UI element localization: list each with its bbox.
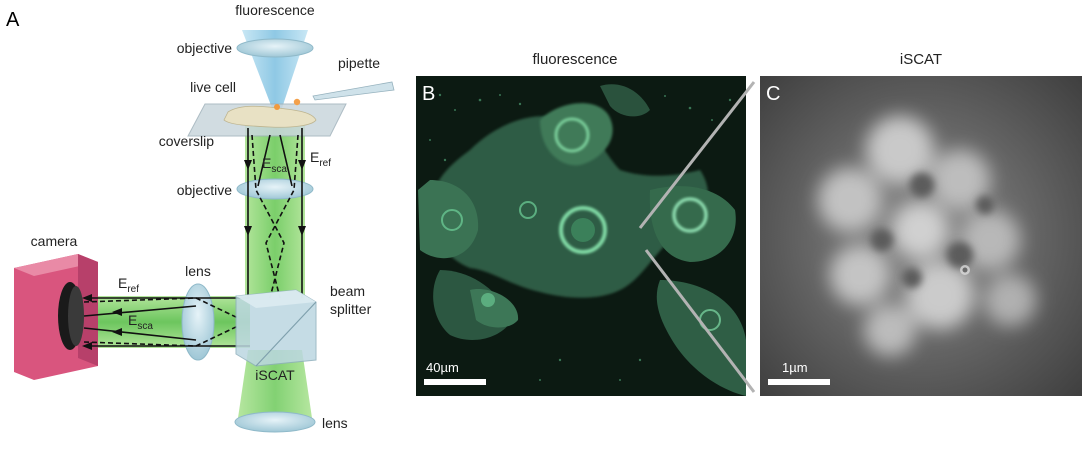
- bottom-lens: [234, 411, 316, 433]
- panel-letter-c: C: [766, 83, 780, 105]
- horizontal-detection-beam: [80, 296, 250, 348]
- camera-top-face: [14, 254, 98, 276]
- vertical-rays: [247, 128, 303, 299]
- label-e-ref-vertical: Eref: [310, 149, 331, 169]
- label-camera: camera: [31, 233, 78, 249]
- pipette-needle: [312, 81, 395, 101]
- label-e-sca-horizontal: Esca: [128, 312, 153, 332]
- label-lens-bottom: lens: [322, 415, 348, 431]
- horizontal-arrowheads: [82, 294, 122, 350]
- panel-b-title: fluorescence: [532, 51, 617, 68]
- vertical-illumination-beam: [245, 125, 305, 300]
- fluorescence-cells: [418, 84, 746, 396]
- panel-c-scalebar-label: 1µm: [782, 360, 808, 375]
- label-beam: beam: [330, 283, 365, 299]
- iscat-texture: [818, 116, 1036, 356]
- panel-a-schematic: A: [6, 2, 395, 433]
- nanoparticle-marker: [274, 104, 280, 110]
- panel-letter-a: A: [6, 9, 20, 31]
- label-fluorescence: fluorescence: [235, 2, 315, 18]
- vertical-arrowheads: [244, 160, 306, 236]
- label-coverslip: coverslip: [159, 133, 214, 149]
- panel-letter-b: B: [422, 83, 435, 105]
- horizontal-rays: [83, 297, 250, 347]
- label-objective-bottom: objective: [177, 182, 232, 198]
- camera-sensor: [68, 286, 84, 346]
- panel-c-title: iSCAT: [900, 51, 942, 68]
- panel-b-scalebar-label: 40µm: [426, 360, 459, 375]
- panel-b-scalebar: [424, 379, 486, 385]
- label-e-sca-vertical: Esca: [262, 155, 287, 175]
- label-pipette: pipette: [338, 55, 380, 71]
- panel-c-iscat-image: iSCAT C: [760, 51, 1082, 396]
- camera-body: [14, 254, 98, 380]
- label-e-ref-horizontal: Eref: [118, 275, 139, 295]
- top-objective-lens: [236, 38, 314, 58]
- iscat-output-beam: [238, 350, 312, 418]
- label-lens-left: lens: [185, 263, 211, 279]
- live-cell-sample: [223, 105, 317, 128]
- panel-b-fluorescence-image: fluorescence: [416, 51, 746, 396]
- label-splitter: splitter: [330, 301, 372, 317]
- zoom-connector-lines: [638, 81, 756, 393]
- label-live-cell: live cell: [190, 79, 236, 95]
- camera-side-face: [78, 254, 98, 366]
- left-focusing-lens: [181, 283, 215, 361]
- beam-splitter-top: [236, 290, 316, 308]
- beam-splitter-diagonal: [255, 301, 317, 367]
- pipette-particle: [293, 98, 301, 106]
- panel-c-scalebar: [768, 379, 830, 385]
- label-iscat: iSCAT: [255, 367, 295, 383]
- label-objective-top: objective: [177, 40, 232, 56]
